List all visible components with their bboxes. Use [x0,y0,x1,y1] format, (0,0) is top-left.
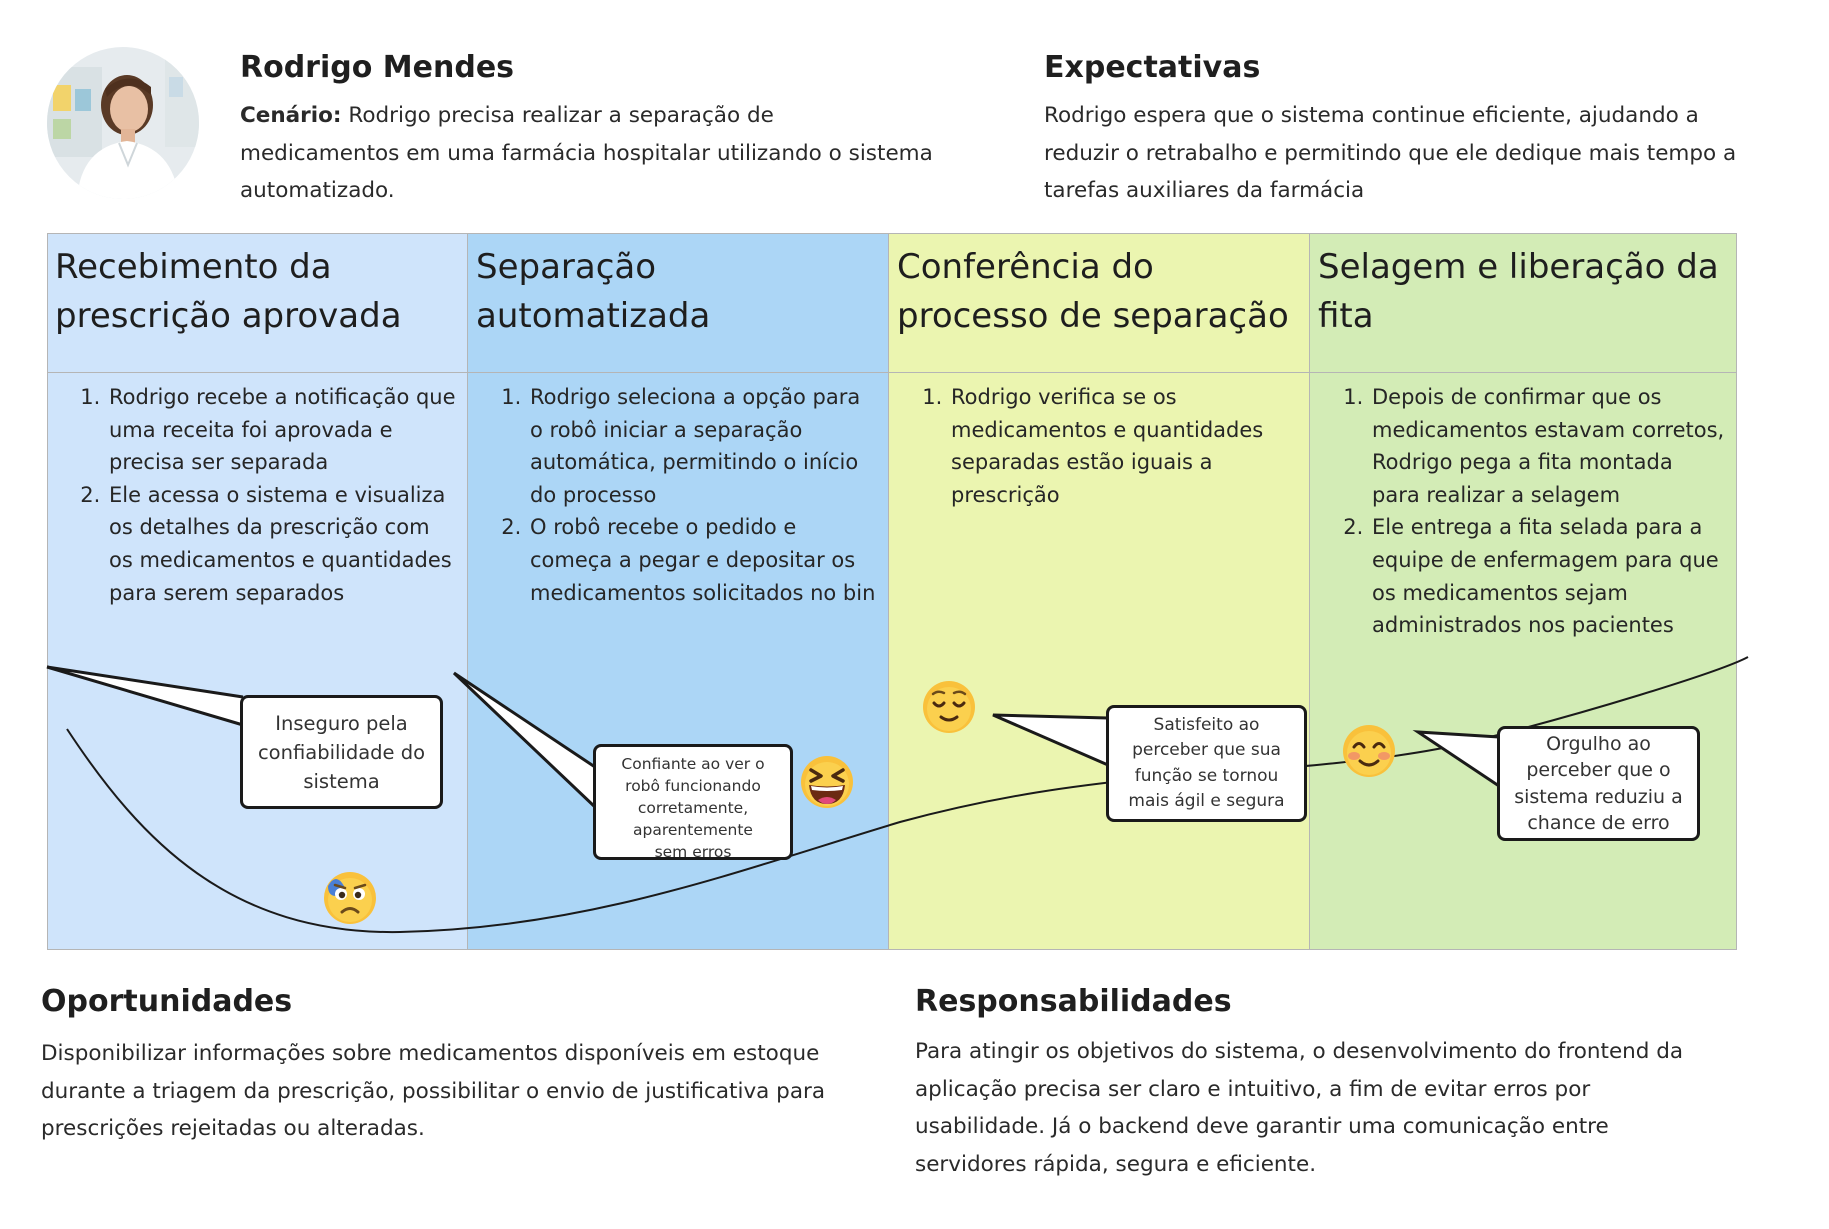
persona-avatar [47,47,199,199]
step-4-2: Ele entrega a fita selada para a equipe … [1370,511,1726,641]
phase-header-3: Conferência do processo de separação [889,233,1309,373]
phase-title-2: Separação automatizada [476,247,711,336]
speech-tail-4 [1412,730,1500,788]
responsibilities-text: Para atingir os objetivos do sistema, o … [915,1039,1684,1177]
phase-header-1: Recebimento da prescrição aprovada [47,233,467,373]
speech-tail-1 [46,665,244,727]
expectations-title: Expectativas [1044,50,1261,85]
feeling-text-1: Inseguro pela confiabilidade do sistema [257,711,426,793]
phase-header-2: Separação automatizada [468,233,888,373]
feeling-bubble-2: Confiante ao ver o robô funcionando corr… [593,744,793,860]
step-4-1: Depois de confirmar que os medicamentos … [1370,381,1726,511]
step-2-1: Rodrigo seleciona a opção para o robô in… [528,381,878,511]
feeling-bubble-4: Orgulho ao perceber que o sistema reduzi… [1497,726,1700,841]
smiling-blushing-face-icon [1343,725,1395,777]
feeling-bubble-3: Satisfeito ao perceber que sua função se… [1106,705,1307,822]
persona-name: Rodrigo Mendes [240,50,515,85]
feeling-text-4: Orgulho ao perceber que o sistema reduzi… [1514,732,1683,835]
scenario-text: Rodrigo precisa realizar a separação de … [240,103,933,203]
feeling-text-2: Confiante ao ver o robô funcionando corr… [621,755,765,860]
phase-title-3: Conferência do processo de separação [897,247,1289,336]
step-3-1: Rodrigo verifica se os medicamentos e qu… [949,381,1299,511]
expectations-text: Rodrigo espera que o sistema continue ef… [1044,103,1737,203]
persona-scenario: Cenário: Rodrigo precisa realizar a sepa… [240,97,940,210]
relieved-face-icon [923,681,975,733]
step-2-2: O robô recebe o pedido e começa a pegar … [528,511,878,609]
opportunities-text: Disponibilizar informações sobre medicam… [41,1041,826,1141]
feeling-bubble-1: Inseguro pela confiabilidade do sistema [240,695,443,809]
opportunities-title: Oportunidades [41,984,293,1019]
phase-steps-4: Depois de confirmar que os medicamentos … [1310,373,1736,642]
step-1-1: Rodrigo recebe a notificação que uma rec… [107,381,457,479]
phase-column-1: Recebimento da prescrição aprovada Rodri… [47,233,468,950]
phase-title-1: Recebimento da prescrição aprovada [55,247,402,336]
speech-tail-3 [992,713,1109,767]
journey-grid-border [47,233,1737,950]
phase-steps-2: Rodrigo seleciona a opção para o robô in… [468,373,888,609]
phase-steps-1: Rodrigo recebe a notificação que uma rec… [47,373,467,609]
phase-header-4: Selagem e liberação da fita [1310,233,1736,373]
phase-title-4: Selagem e liberação da fita [1318,247,1719,336]
scenario-label: Cenário: [240,103,342,128]
speech-tail-2 [452,671,597,809]
phase-steps-3: Rodrigo verifica se os medicamentos e qu… [889,373,1309,511]
step-1-2: Ele acessa o sistema e visualiza os deta… [107,479,457,609]
responsibilities-title: Responsabilidades [915,984,1232,1019]
anxious-sweat-face-icon [324,872,376,924]
phase-column-3: Conferência do processo de separação Rod… [889,233,1310,950]
grinning-squinting-face-icon [801,756,853,808]
feeling-text-3: Satisfeito ao perceber que sua função se… [1128,714,1285,812]
